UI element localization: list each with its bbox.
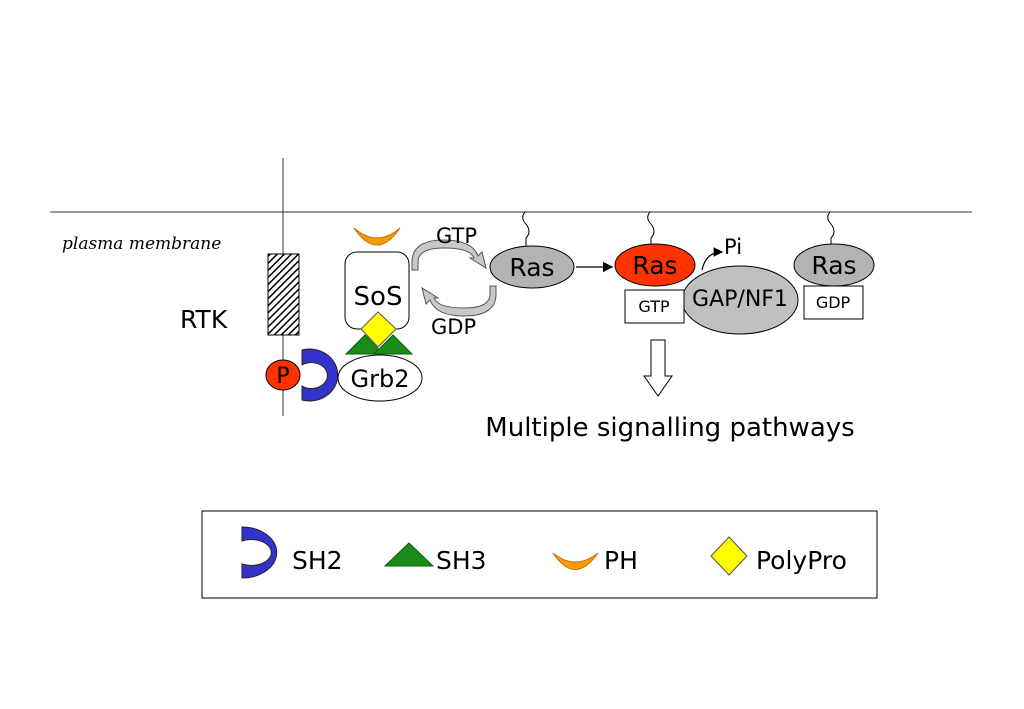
pi-label: Pi <box>724 235 742 259</box>
ras-inactive-ellipse <box>489 245 575 289</box>
legend-label-polypro: PolyPro <box>756 546 847 575</box>
grb2-sh3-right <box>372 334 414 355</box>
sh3-domain-icon <box>383 542 435 567</box>
downstream-arrow <box>643 339 673 397</box>
gdp-box-label: GDP <box>816 293 851 312</box>
rtk-receptor <box>267 253 300 336</box>
grb2-sh2-domain <box>301 348 339 402</box>
ras-final-anchor <box>827 211 835 247</box>
phosphate-label: P <box>276 364 289 389</box>
sos-ph-domain <box>353 227 401 246</box>
polypro-motif-icon <box>710 536 748 576</box>
gap-nf1-label: GAP/NF1 <box>692 287 788 312</box>
membrane-label: plasma membrane <box>62 234 221 254</box>
legend-label-sh2: SH2 <box>292 546 343 575</box>
gtp-exchange-label: GTP <box>436 224 477 248</box>
legend-label-sh3: SH3 <box>436 546 487 575</box>
rtk-label: RTK <box>180 305 228 334</box>
pi-release-arrow <box>701 247 724 271</box>
ras-inactive-label: Ras <box>509 253 554 282</box>
grb2-sh3-left <box>344 334 385 355</box>
phosphate-circle <box>265 359 301 391</box>
gtp-exchange-arrow <box>411 239 487 271</box>
legend-label-ph: PH <box>604 546 638 575</box>
gdp-box <box>803 285 864 320</box>
ras-final-label: Ras <box>811 251 856 280</box>
downstream-label: Multiple signalling pathways <box>485 413 854 443</box>
gdp-exchange-label: GDP <box>431 315 476 339</box>
ras-active-anchor <box>647 211 655 247</box>
grb2-label: Grb2 <box>351 365 410 393</box>
sh2-domain-icon <box>241 526 278 579</box>
ras-inactive-anchor <box>522 211 530 247</box>
ras-active-label: Ras <box>632 251 677 280</box>
sos-polypro-motif <box>360 311 397 348</box>
sos-label: SoS <box>354 282 403 312</box>
legend-box <box>201 510 878 599</box>
ph-domain-icon <box>552 552 599 570</box>
gtp-box-label: GTP <box>638 297 670 316</box>
gtp-box <box>624 289 685 324</box>
grb2-ellipse <box>337 354 423 402</box>
gdp-exchange-arrow <box>421 285 497 317</box>
ras-active-ellipse <box>614 243 696 287</box>
